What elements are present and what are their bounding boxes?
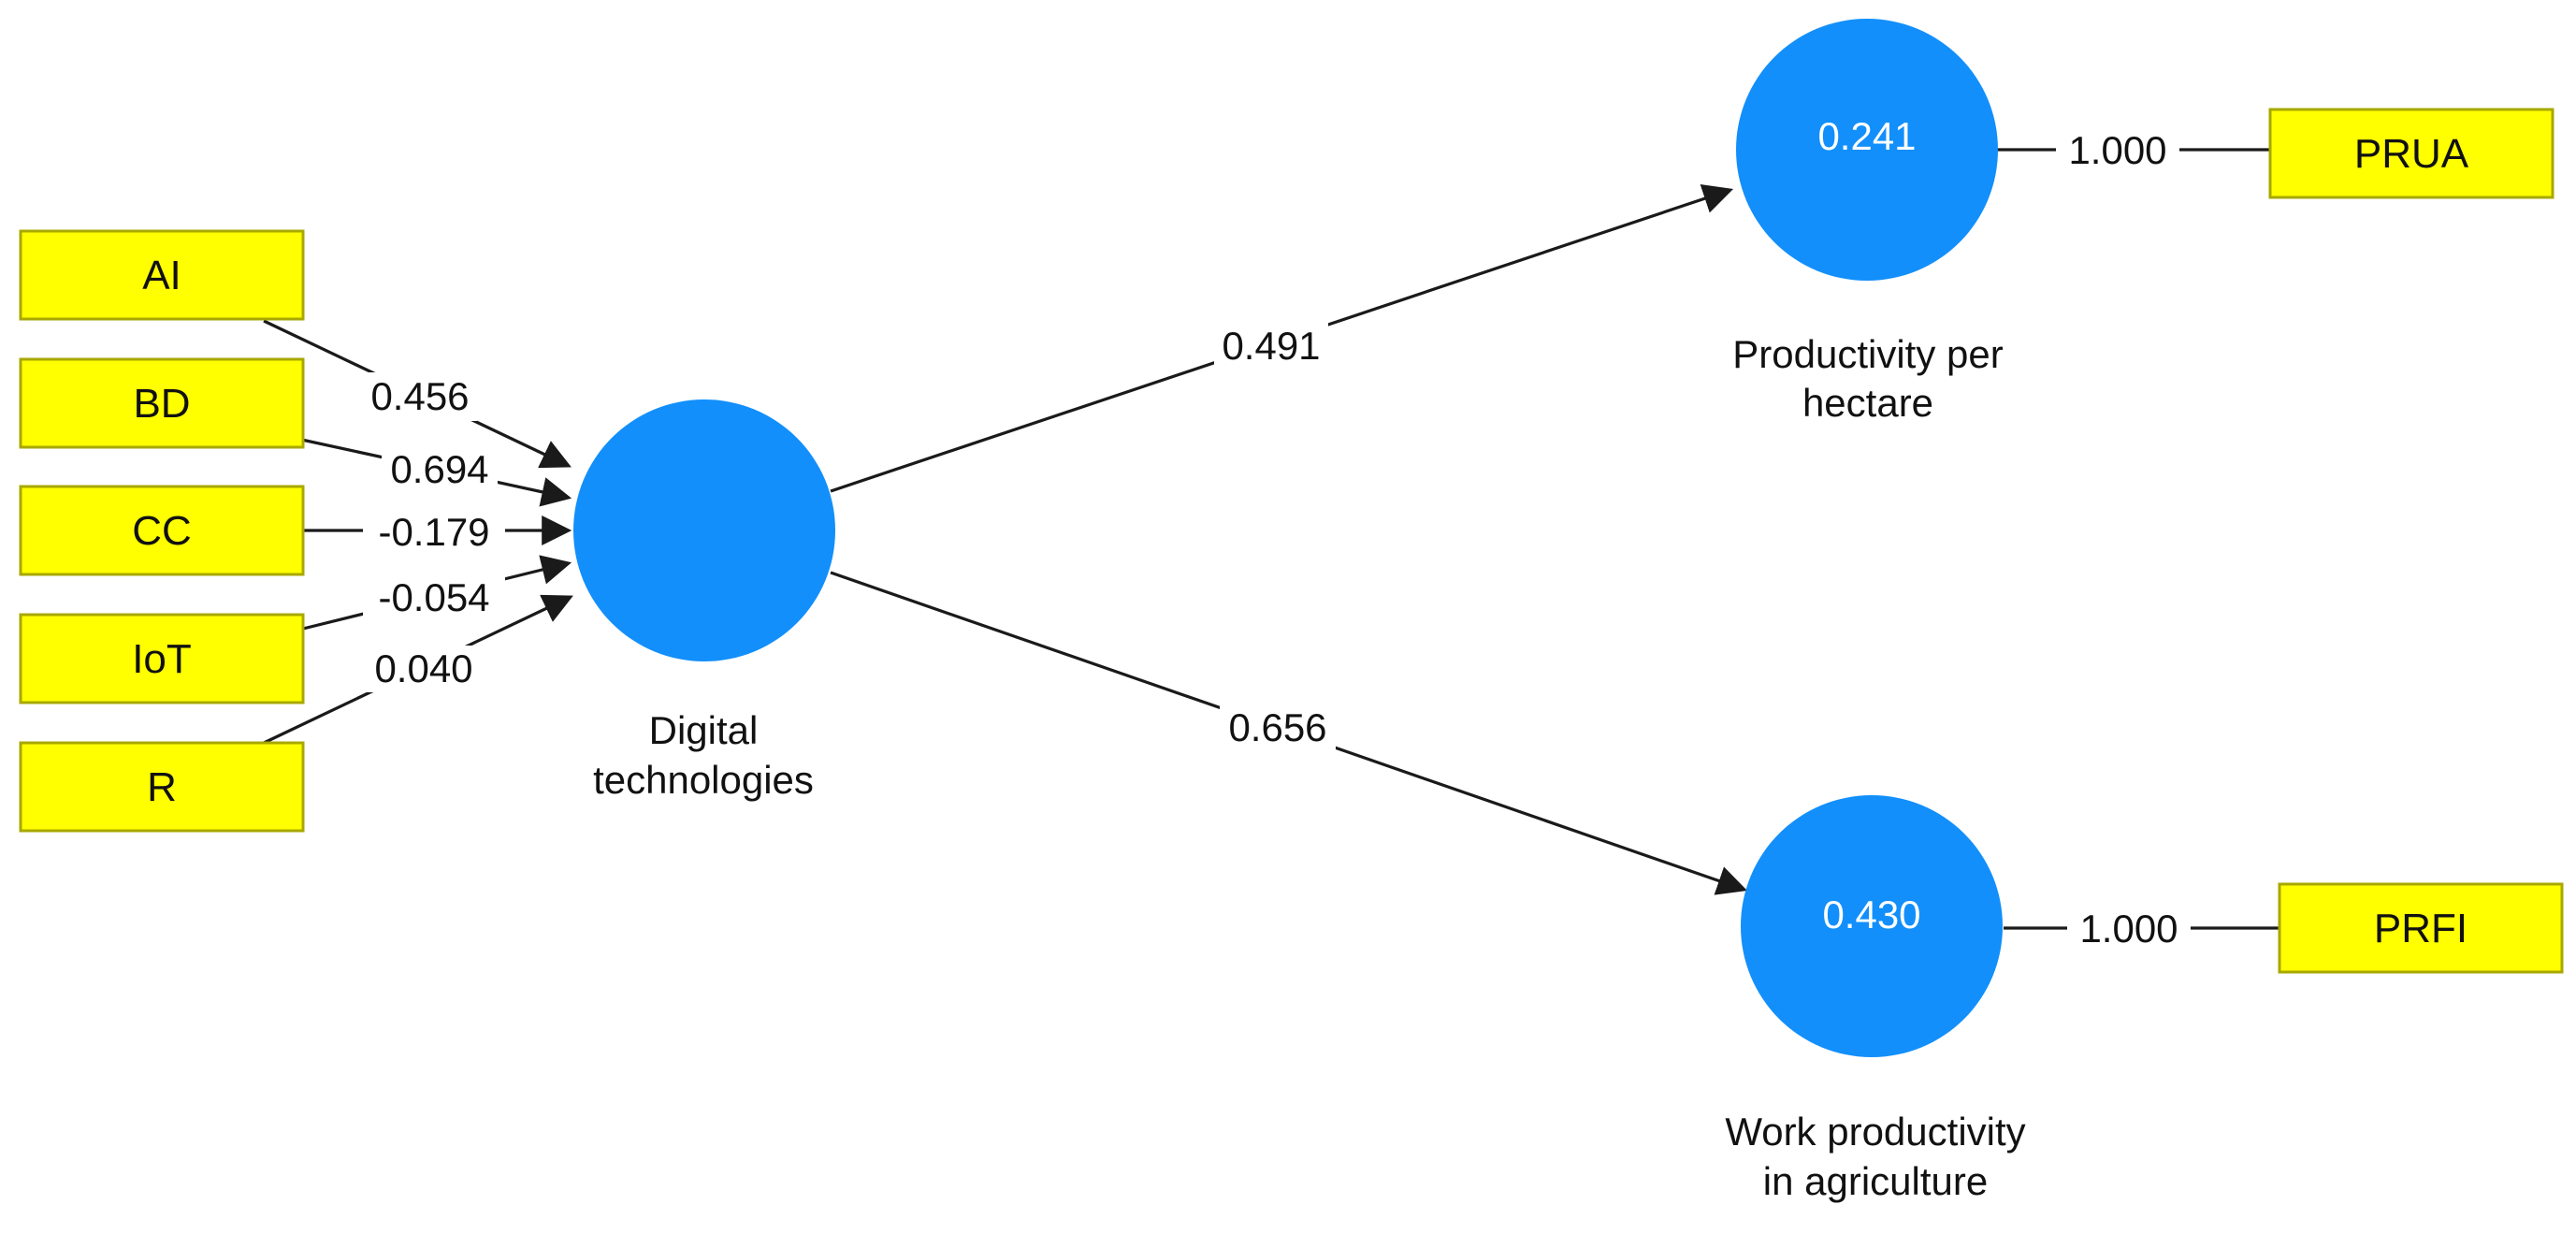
construct-hectare-value: 0.241 [1817,114,1916,158]
indicator-ai[interactable]: AI [19,229,305,321]
indicator-prua[interactable]: PRUA [2268,108,2554,199]
weight-iot-label-group: -0.054 [363,574,505,621]
indicator-iot[interactable]: IoT [19,613,305,704]
construct-work-label-line1: Work productivity [1725,1110,2025,1154]
weight-cc-label-group: -0.179 [363,509,505,554]
loading-prfi-label: 1.000 [2079,907,2178,951]
weight-bd-label-group: 0.694 [382,446,498,493]
indicator-prfi-label: PRFI [2374,906,2467,951]
loading-prfi-label-group: 1.000 [2067,906,2191,952]
indicator-iot-box [19,613,305,704]
indicator-prfi-box [2278,882,2564,974]
indicator-prfi[interactable]: PRFI [2278,882,2564,974]
construct-digital-circle [573,399,835,661]
indicator-prua-box [2268,108,2554,199]
construct-work-circle [1741,795,2003,1057]
construct-digital-label-line1: Digital [649,708,759,752]
indicator-r[interactable]: R [19,741,305,833]
construct-work-label-line2: in agriculture [1763,1159,1988,1203]
construct-productivity-per-hectare[interactable]: 0.241 [1736,19,1998,281]
weight-cc-label: -0.179 [378,510,489,554]
indicator-r-label: R [147,764,177,810]
indicator-ai-box [19,229,305,321]
indicator-cc-box [19,485,305,576]
weight-ai-label: 0.456 [370,374,469,418]
indicator-iot-label: IoT [132,636,192,682]
indicator-bd[interactable]: BD [19,357,305,449]
path-work-label: 0.656 [1228,705,1326,749]
weight-iot-label: -0.054 [378,575,489,619]
construct-digital-label-line2: technologies [593,758,814,802]
loading-prua-label-group: 1.000 [2056,127,2179,174]
indicator-r-box [19,741,305,833]
construct-hectare-circle [1736,19,1998,281]
indicator-cc-label: CC [132,508,192,554]
construct-hectare-label-line2: hectare [1802,381,1933,425]
weight-bd-label: 0.694 [390,447,488,491]
indicator-prua-label: PRUA [2354,131,2469,177]
construct-work-productivity[interactable]: 0.430 [1741,795,2003,1057]
weight-r-label: 0.040 [374,646,472,690]
indicator-bd-label: BD [133,381,190,427]
indicator-ai-label: AI [142,253,181,298]
construct-hectare-label-line1: Productivity per [1732,332,2003,376]
weight-ai-label-group: 0.456 [363,372,477,421]
construct-digital-technologies[interactable] [573,399,835,661]
path-hectare-label: 0.491 [1222,324,1320,368]
path-work-label-group: 0.656 [1220,704,1336,752]
indicator-cc[interactable]: CC [19,485,305,576]
loading-prua-label: 1.000 [2068,128,2166,172]
path-hectare-label-group: 0.491 [1214,322,1328,370]
construct-work-value: 0.430 [1822,893,1920,936]
weight-r-label-group: 0.040 [365,646,483,692]
indicator-bd-box [19,357,305,449]
